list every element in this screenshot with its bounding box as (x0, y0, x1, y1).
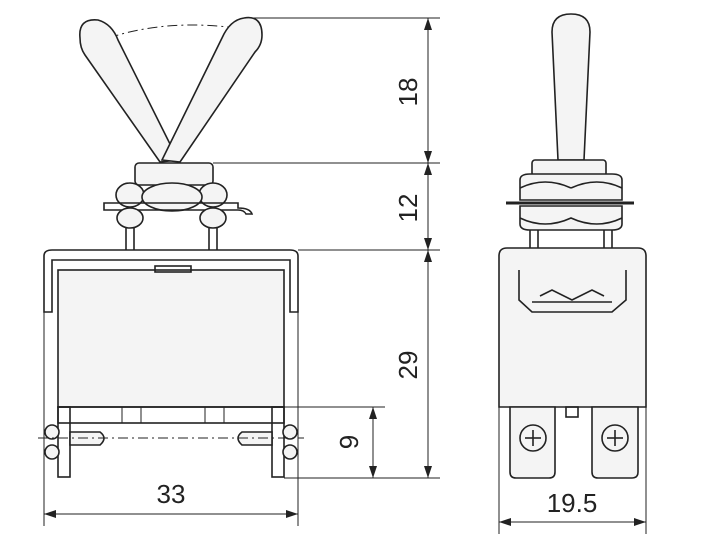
dim-label-33: 33 (157, 479, 186, 509)
arrow-18-bottom (424, 151, 432, 163)
dim-label-19-5: 19.5 (547, 488, 598, 518)
arrow-18-top (424, 18, 432, 30)
washer-plate (103, 202, 254, 215)
dim-label-12: 12 (393, 194, 423, 223)
arrow-33-left (44, 510, 56, 518)
arrow-29-bottom (424, 466, 432, 478)
arrow-29-top (424, 250, 432, 262)
dim-label-9: 9 (334, 435, 364, 449)
arrow-12-bottom (424, 238, 432, 250)
side-body (498, 247, 647, 408)
side-nut-bump-right (570, 181, 623, 189)
terminal-right (237, 406, 298, 478)
side-view (498, 13, 647, 479)
lever-left (79, 19, 180, 163)
nut-left-lower (116, 207, 144, 229)
arrow-33-right (286, 510, 298, 518)
body-frame (43, 249, 299, 313)
side-nut-bump-left (519, 181, 572, 189)
arrow-9-top (369, 407, 377, 419)
bushing (134, 162, 214, 186)
body-block (57, 269, 285, 408)
dim-label-29: 29 (393, 351, 423, 380)
arrow-19-5-right (634, 518, 646, 526)
nut-right-lower (199, 207, 227, 229)
side-nut-top (519, 173, 623, 201)
side-lever (551, 13, 591, 161)
nut-center (141, 182, 203, 212)
base-strip (57, 406, 285, 424)
dim-label-18: 18 (393, 78, 423, 107)
side-bottom-pip (565, 406, 579, 418)
side-recess-inner (539, 289, 605, 301)
front-view (38, 16, 304, 478)
horizontal-dimension-side: 19.5 (498, 407, 647, 534)
side-terminal-right (591, 406, 639, 479)
arrow-19-5-left (499, 518, 511, 526)
side-nut-bottom-bump (519, 217, 623, 225)
terminal-left (44, 406, 105, 478)
lever-right (160, 16, 263, 163)
arrow-9-bottom (369, 466, 377, 478)
arrow-12-top (424, 163, 432, 175)
top-tab (154, 265, 192, 273)
vertical-dimensions: 18 12 29 9 (213, 17, 440, 479)
side-terminal-left (509, 406, 556, 479)
horizontal-dimension-front: 33 (43, 312, 299, 526)
side-recess (518, 270, 627, 313)
